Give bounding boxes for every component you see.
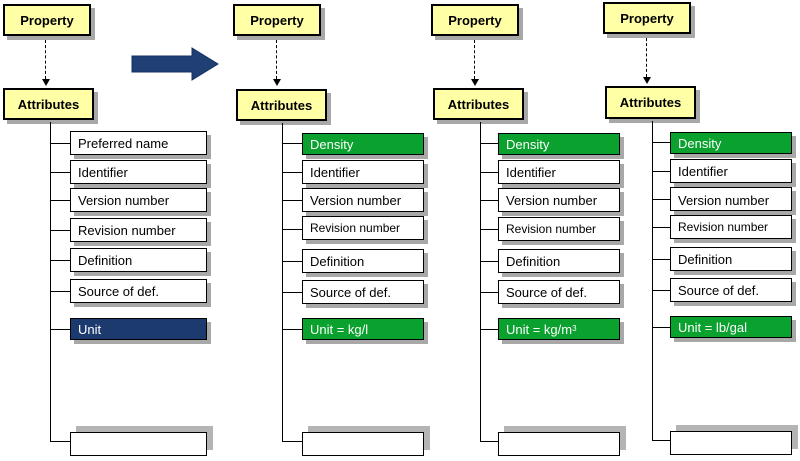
attributes-box: Attributes — [433, 88, 524, 120]
tree-branch — [282, 292, 302, 293]
attribute-identifier: Identifier — [70, 160, 207, 184]
tree-branch — [652, 440, 670, 441]
attribute-source: Source of def. — [498, 280, 620, 304]
attribute-identifier: Identifier — [302, 160, 424, 184]
attribute-density: Density — [498, 133, 620, 155]
dashed-connector — [474, 40, 475, 79]
tree-branch — [480, 261, 500, 262]
attribute-source: Source of def. — [302, 280, 424, 304]
tree-branch — [50, 200, 70, 201]
tree-branch — [282, 172, 302, 173]
attribute-revision-number: Revision number — [670, 215, 792, 239]
attribute-density: Density — [302, 133, 424, 155]
tree-trunk — [282, 123, 283, 442]
dashed-connector — [276, 40, 277, 79]
property-box: Property — [233, 4, 321, 36]
tree-branch — [282, 143, 302, 144]
tree-branch — [652, 227, 670, 228]
tree-branch — [480, 200, 500, 201]
column-density-kg-l: Property Attributes Density Identifier V… — [230, 0, 430, 461]
attributes-box: Attributes — [236, 89, 327, 121]
attribute-revision-number: Revision number — [70, 218, 207, 242]
tree-branch — [480, 229, 500, 230]
attribute-definition: Definition — [70, 248, 207, 272]
tree-trunk — [50, 122, 51, 442]
tree-branch — [282, 329, 302, 330]
attribute-version-number: Version number — [498, 188, 620, 212]
tree-branch — [50, 230, 70, 231]
attributes-box: Attributes — [3, 88, 94, 120]
empty-attribute-box — [498, 432, 620, 456]
attribute-source: Source of def. — [670, 278, 792, 302]
tree-branch — [50, 441, 70, 442]
attribute-unit: Unit = lb/gal — [670, 316, 792, 338]
attribute-source: Source of def. — [70, 279, 207, 303]
empty-attribute-box — [670, 431, 792, 455]
tree-branch — [50, 143, 70, 144]
attribute-identifier: Identifier — [498, 160, 620, 184]
tree-branch — [282, 229, 302, 230]
arrowhead-icon — [471, 79, 479, 86]
tree-branch — [50, 172, 70, 173]
tree-branch — [480, 441, 500, 442]
tree-branch — [50, 260, 70, 261]
tree-branch — [282, 441, 302, 442]
empty-attribute-box — [302, 432, 424, 456]
tree-branch — [50, 329, 70, 330]
empty-attribute-box — [70, 432, 207, 456]
tree-trunk — [480, 122, 481, 442]
unit-text: Unit = kg/m — [506, 321, 573, 337]
attribute-definition: Definition — [670, 247, 792, 271]
dashed-connector — [646, 38, 647, 77]
tree-branch — [480, 329, 500, 330]
tree-branch — [652, 199, 670, 200]
tree-branch — [652, 327, 670, 328]
attribute-density: Density — [670, 132, 792, 154]
tree-branch — [480, 292, 500, 293]
attribute-preferred-name: Preferred name — [70, 131, 207, 155]
tree-branch — [652, 171, 670, 172]
tree-branch — [50, 291, 70, 292]
attribute-revision-number: Revision number — [498, 217, 620, 241]
tree-branch — [282, 200, 302, 201]
tree-branch — [282, 261, 302, 262]
column-density-lb-gal: Property Attributes Density Identifier V… — [600, 0, 800, 461]
attribute-revision-number: Revision number — [302, 216, 424, 240]
arrowhead-icon — [42, 79, 50, 86]
column-generic: Property Attributes Preferred name Ident… — [0, 0, 207, 461]
tree-branch — [480, 172, 500, 173]
attribute-version-number: Version number — [302, 188, 424, 212]
attribute-identifier: Identifier — [670, 159, 792, 183]
tree-branch — [652, 290, 670, 291]
tree-branch — [652, 259, 670, 260]
property-box: Property — [431, 4, 519, 36]
transform-arrow — [131, 47, 219, 81]
attributes-box: Attributes — [605, 86, 696, 119]
arrowhead-icon — [273, 79, 281, 86]
attribute-definition: Definition — [498, 249, 620, 273]
attribute-version-number: Version number — [70, 188, 207, 212]
tree-branch — [652, 142, 670, 143]
attribute-unit: Unit = kg/l — [302, 318, 424, 340]
property-box: Property — [603, 2, 691, 34]
property-box: Property — [3, 4, 91, 36]
attribute-unit: Unit — [70, 318, 207, 340]
tree-trunk — [652, 121, 653, 441]
column-density-kg-m3: Property Attributes Density Identifier V… — [428, 0, 628, 461]
attribute-definition: Definition — [302, 249, 424, 273]
arrowhead-icon — [643, 77, 651, 84]
attribute-version-number: Version number — [670, 187, 792, 211]
dashed-connector — [45, 40, 46, 79]
tree-branch — [480, 143, 500, 144]
